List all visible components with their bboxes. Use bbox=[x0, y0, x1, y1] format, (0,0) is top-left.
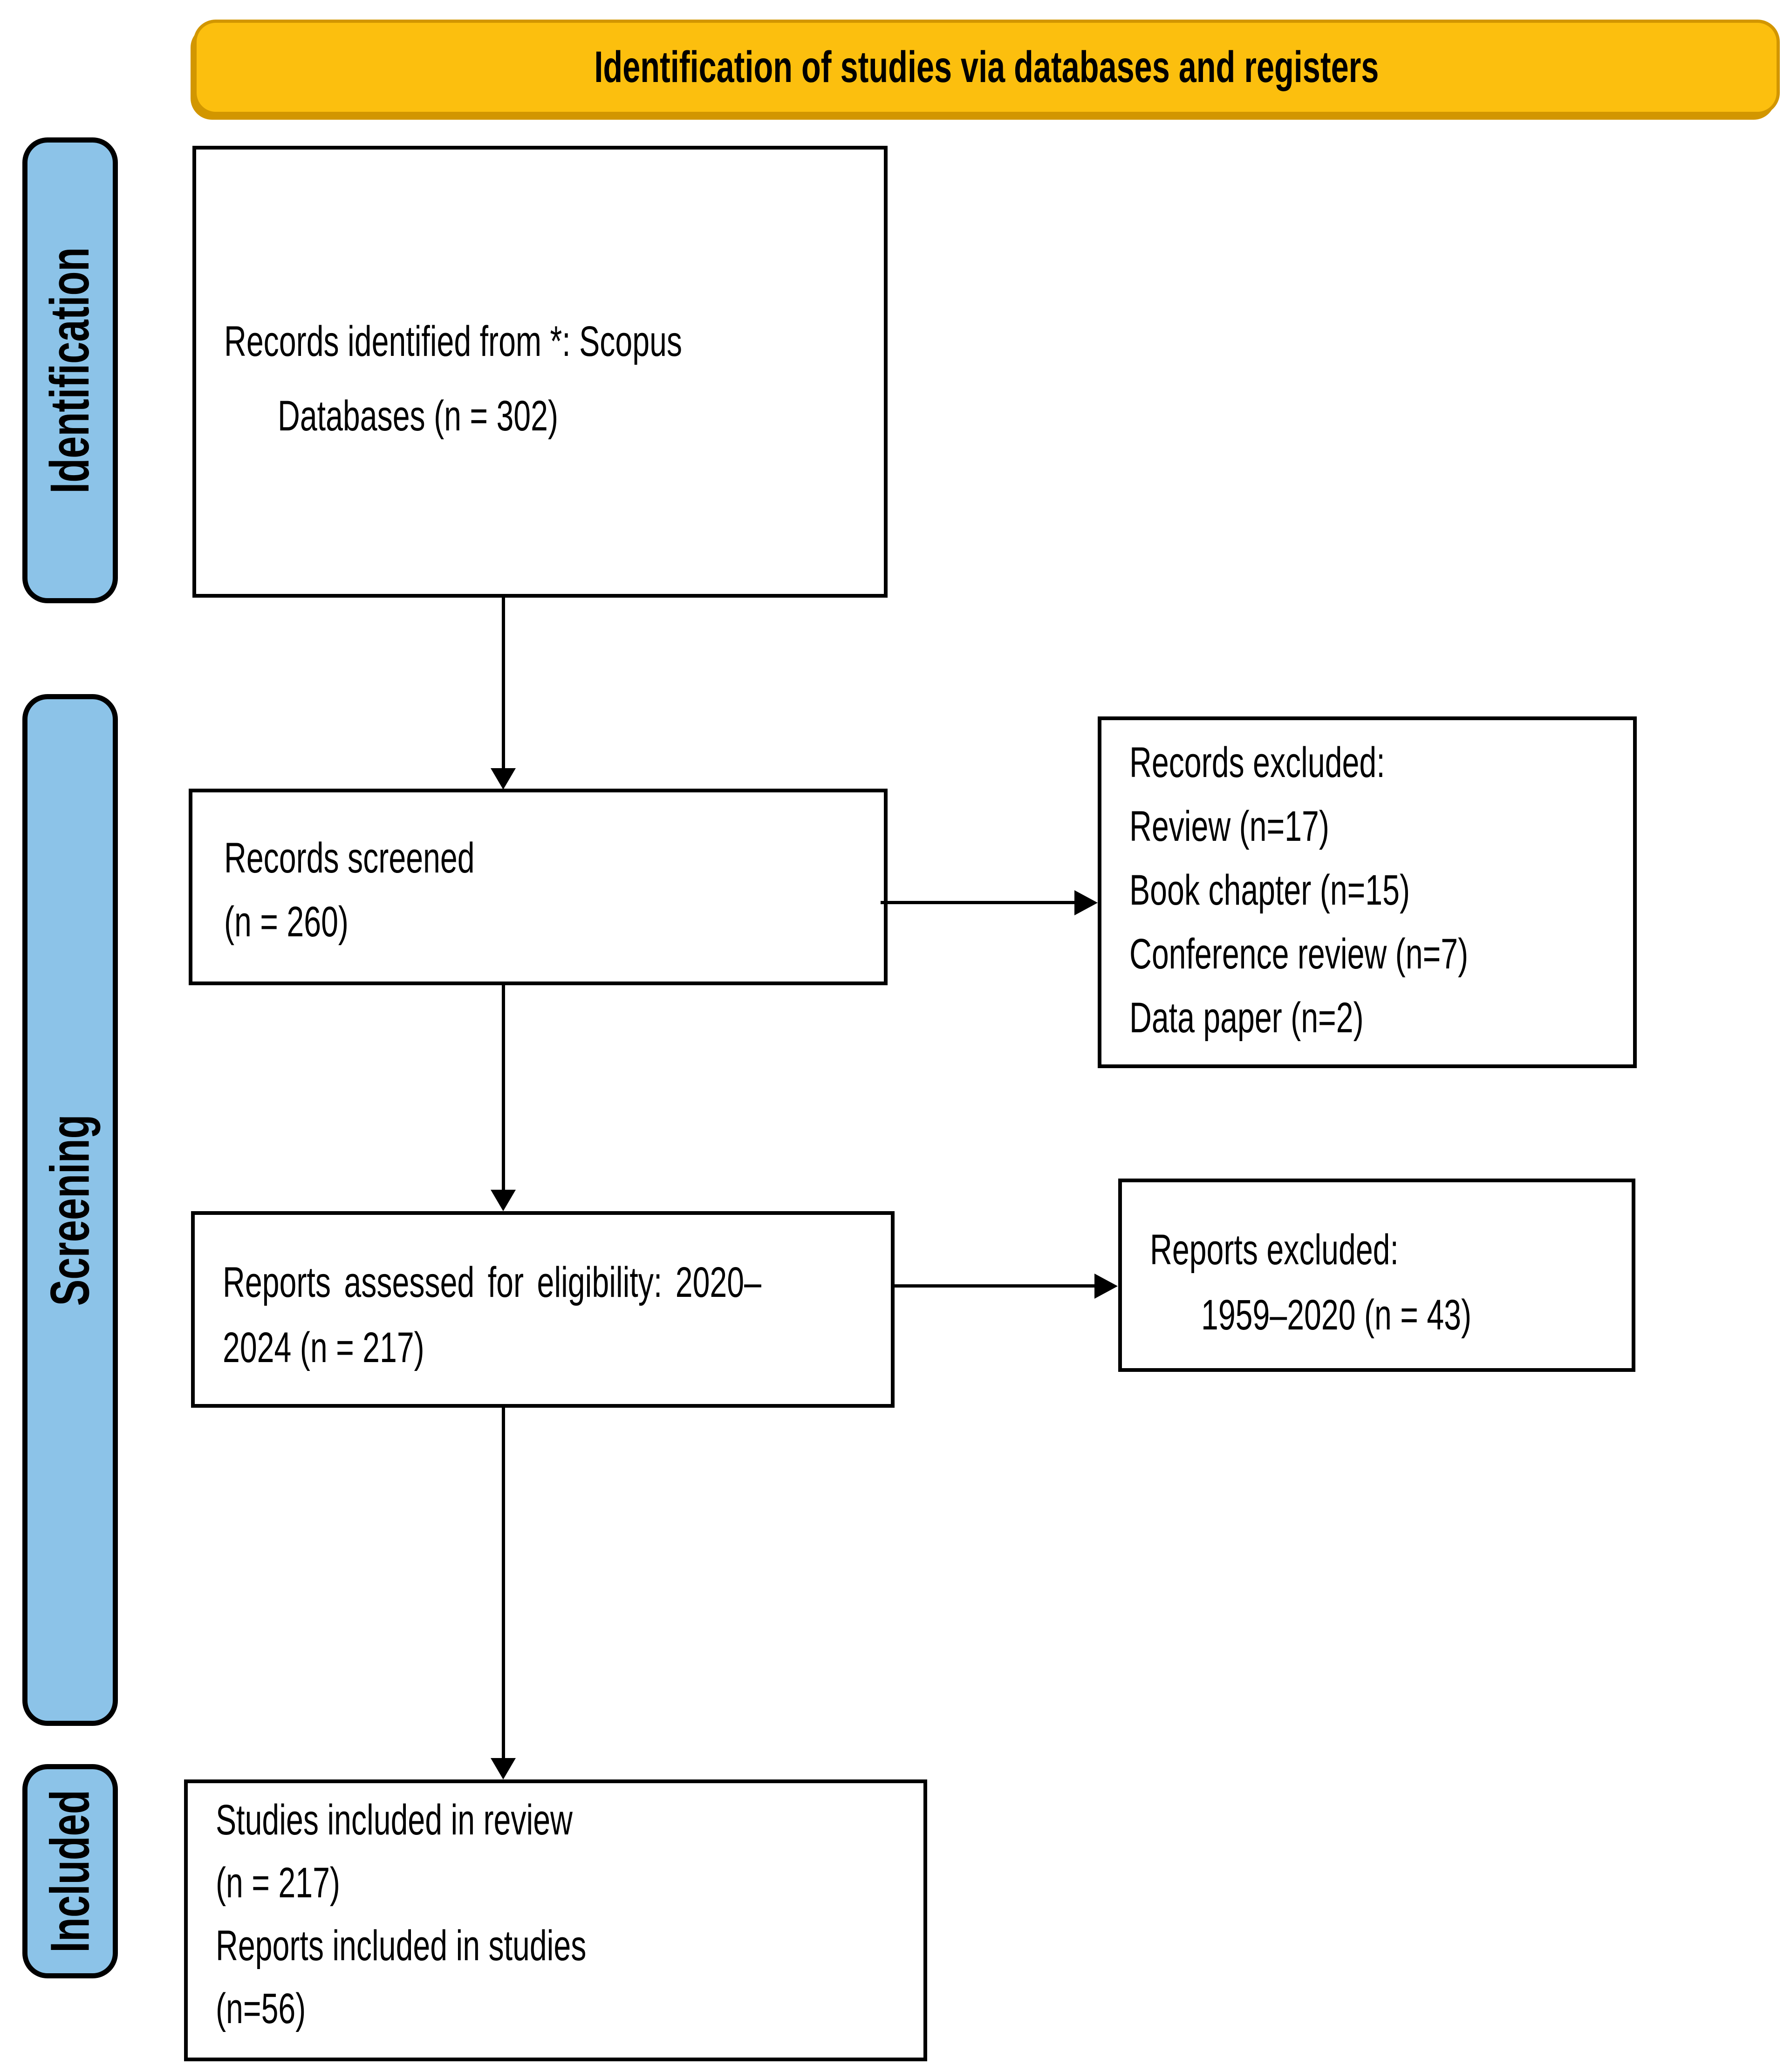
reports-assessed-line2: 2024 (n = 217) bbox=[223, 1324, 424, 1371]
records-identified-line2: Databases (n = 302) bbox=[278, 392, 559, 440]
box-reports-assessed: Reports assessed for eligibility: 2020– … bbox=[191, 1211, 895, 1408]
records-excluded-title: Records excluded: bbox=[1129, 739, 1385, 786]
studies-included-line: Reports included in studies bbox=[216, 1922, 587, 1970]
studies-included-line: Studies included in review bbox=[216, 1796, 573, 1844]
records-identified-line1: Records identified from *: Scopus bbox=[224, 318, 683, 365]
stage-included-label: Included bbox=[39, 1790, 101, 1953]
stage-included: Included bbox=[22, 1764, 118, 1978]
stage-screening-label: Screening bbox=[39, 1114, 101, 1306]
studies-included-line: (n=56) bbox=[216, 1985, 306, 2032]
reports-excluded-line2: 1959–2020 (n = 43) bbox=[1201, 1291, 1472, 1339]
records-excluded-item: Book chapter (n=15) bbox=[1129, 866, 1410, 914]
box-records-screened: Records screened (n = 260) bbox=[189, 789, 888, 985]
records-screened-line2: (n = 260) bbox=[224, 898, 349, 946]
box-reports-excluded: Reports excluded: 1959–2020 (n = 43) bbox=[1118, 1179, 1635, 1372]
reports-excluded-title: Reports excluded: bbox=[1150, 1226, 1399, 1274]
studies-included-line: (n = 217) bbox=[216, 1859, 340, 1907]
records-excluded-item: Conference review (n=7) bbox=[1129, 930, 1469, 978]
stage-identification-label: Identification bbox=[39, 247, 101, 494]
records-excluded-item: Data paper (n=2) bbox=[1129, 994, 1364, 1042]
box-records-identified: Records identified from *: Scopus Databa… bbox=[192, 146, 888, 598]
stage-screening: Screening bbox=[22, 694, 118, 1726]
box-studies-included: Studies included in review (n = 217) Rep… bbox=[184, 1779, 927, 2061]
reports-assessed-line1: Reports assessed for eligibility: 2020– bbox=[223, 1259, 761, 1306]
box-records-excluded: Records excluded: Review (n=17) Book cha… bbox=[1098, 716, 1637, 1068]
stage-identification: Identification bbox=[22, 137, 118, 603]
records-screened-line1: Records screened bbox=[224, 834, 475, 882]
banner-identification-of-studies: Identification of studies via databases … bbox=[193, 20, 1780, 115]
records-excluded-item: Review (n=17) bbox=[1129, 803, 1329, 850]
banner-title: Identification of studies via databases … bbox=[594, 42, 1379, 92]
